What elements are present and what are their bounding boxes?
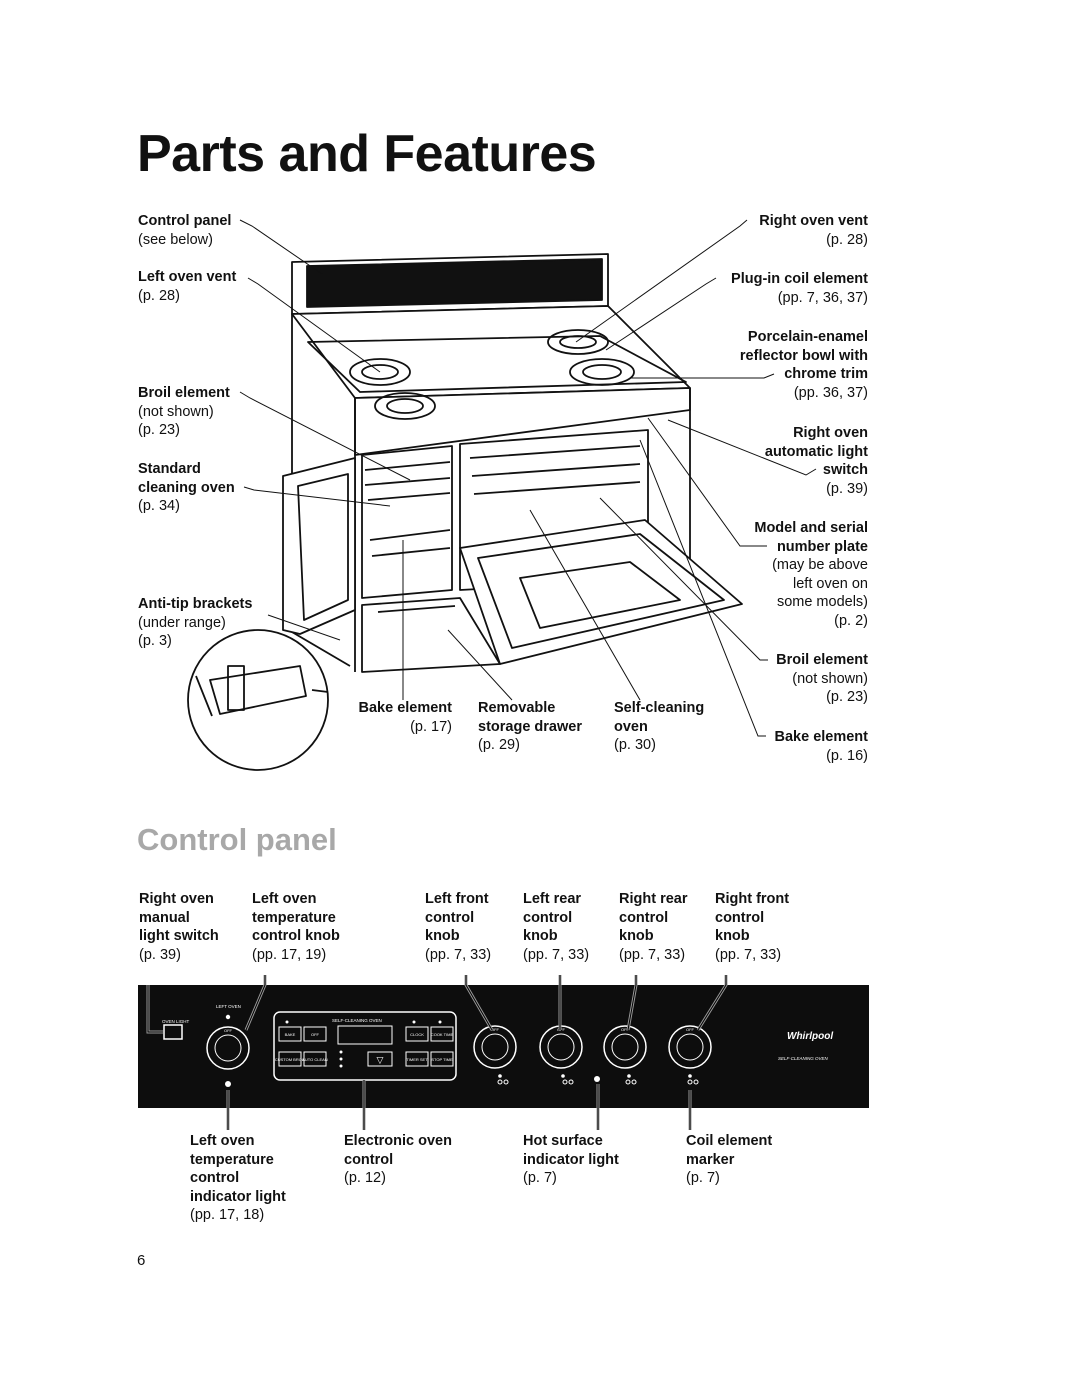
label-coil-element-marker: Coil element marker (p. 7) bbox=[686, 1133, 773, 1187]
label-right-rear-knob: Right rear control knob (pp. 7, 33) bbox=[619, 891, 688, 963]
svg-text:STOP TIME: STOP TIME bbox=[431, 1057, 453, 1062]
left-oven-temperature-indicator-light bbox=[225, 1081, 231, 1087]
oven-light-switch[interactable] bbox=[163, 1024, 183, 1040]
control-panel-artwork bbox=[138, 985, 869, 1108]
label-control-panel: Control panel (see below) bbox=[138, 213, 232, 248]
label-anti-tip-brackets: Anti-tip brackets (under range) (p. 3) bbox=[138, 596, 253, 650]
label-right-oven-vent: Right oven vent (p. 28) bbox=[759, 213, 868, 248]
svg-text:OFF: OFF bbox=[621, 1027, 630, 1032]
label-right-front-knob: Right front control knob (pp. 7, 33) bbox=[715, 891, 790, 963]
svg-text:COOK TIME: COOK TIME bbox=[431, 1032, 454, 1037]
label-hot-surface-indicator: Hot surface indicator light (p. 7) bbox=[523, 1133, 619, 1187]
page-title: Parts and Features bbox=[137, 125, 597, 183]
bake-button[interactable] bbox=[278, 1026, 302, 1042]
oven-light-caption: OVEN LIGHT bbox=[162, 1019, 190, 1024]
svg-text:TIMER SET: TIMER SET bbox=[406, 1057, 428, 1062]
svg-text:OFF: OFF bbox=[491, 1027, 500, 1032]
svg-text:OFF: OFF bbox=[686, 1027, 695, 1032]
label-porcelain-enamel-bowl: Porcelain-enamel reflector bowl with chr… bbox=[739, 329, 868, 401]
right-front-control-knob[interactable] bbox=[668, 1025, 712, 1069]
label-standard-cleaning-oven: Standard cleaning oven (p. 34) bbox=[138, 461, 235, 515]
cook-time-button[interactable] bbox=[430, 1026, 454, 1042]
label-left-oven-temperature-indicator: Left oven temperature control indicator … bbox=[190, 1133, 286, 1224]
svg-text:CUSTOM BROIL: CUSTOM BROIL bbox=[275, 1057, 306, 1062]
down-arrow-icon: ▽ bbox=[377, 1056, 384, 1066]
left-oven-caption: LEFT OVEN bbox=[216, 1004, 241, 1009]
brand-caption: SELF-CLEANING OVEN bbox=[778, 1056, 829, 1061]
label-bake-element-right: Bake element (p. 16) bbox=[774, 729, 869, 764]
left-front-control-knob[interactable] bbox=[473, 1025, 517, 1069]
label-bake-element-bottom: Bake element (p. 17) bbox=[358, 700, 453, 735]
label-broil-element-left: Broil element (not shown) (p. 23) bbox=[138, 385, 230, 439]
stop-time-button[interactable] bbox=[430, 1051, 454, 1067]
label-removable-storage-drawer: Removable storage drawer (p. 29) bbox=[478, 700, 582, 754]
left-rear-control-knob[interactable] bbox=[539, 1025, 583, 1069]
label-self-cleaning-oven: Self-cleaning oven (p. 30) bbox=[614, 700, 705, 754]
auto-clean-button[interactable] bbox=[303, 1051, 327, 1067]
custom-broil-button[interactable] bbox=[278, 1051, 302, 1067]
svg-text:OFF: OFF bbox=[224, 1028, 233, 1033]
hot-surface-indicator-light bbox=[594, 1076, 600, 1082]
label-right-oven-manual-light-switch: Right oven manual light switch (p. 39) bbox=[139, 891, 219, 963]
label-left-rear-knob: Left rear control knob (pp. 7, 33) bbox=[523, 891, 590, 963]
clock-button[interactable] bbox=[405, 1026, 429, 1042]
right-rear-control-knob[interactable] bbox=[603, 1025, 647, 1069]
section-title-control-panel: Control panel bbox=[137, 822, 337, 857]
svg-text:BAKE: BAKE bbox=[285, 1032, 296, 1037]
label-right-oven-automatic-light-switch: Right oven automatic light switch (p. 39… bbox=[764, 425, 868, 497]
oven-display bbox=[337, 1025, 393, 1045]
whirlpool-brand: Whirlpool bbox=[787, 1031, 833, 1042]
off-button[interactable] bbox=[303, 1026, 327, 1042]
timer-set-button[interactable] bbox=[405, 1051, 429, 1067]
page-number: 6 bbox=[137, 1252, 146, 1269]
svg-text:OFF: OFF bbox=[311, 1032, 320, 1037]
label-left-oven-vent: Left oven vent (p. 28) bbox=[138, 269, 237, 304]
svg-text:AUTO CLEAN: AUTO CLEAN bbox=[302, 1057, 328, 1062]
label-model-serial-plate: Model and serial number plate (may be ab… bbox=[754, 520, 868, 629]
left-oven-temperature-knob[interactable] bbox=[206, 1026, 250, 1070]
label-left-front-knob: Left front control knob (pp. 7, 33) bbox=[425, 891, 492, 963]
down-arrow-button[interactable] bbox=[367, 1051, 393, 1067]
self-cleaning-caption: SELF-CLEANING OVEN bbox=[332, 1018, 382, 1023]
label-left-oven-temperature-knob: Left oven temperature control knob (pp. … bbox=[252, 891, 340, 963]
svg-text:CLOCK: CLOCK bbox=[410, 1032, 424, 1037]
label-broil-element-right: Broil element (not shown) (p. 23) bbox=[776, 652, 868, 706]
label-electronic-oven-control: Electronic oven control (p. 12) bbox=[344, 1133, 452, 1187]
label-plug-in-coil-element: Plug-in coil element (pp. 7, 36, 37) bbox=[731, 271, 868, 306]
